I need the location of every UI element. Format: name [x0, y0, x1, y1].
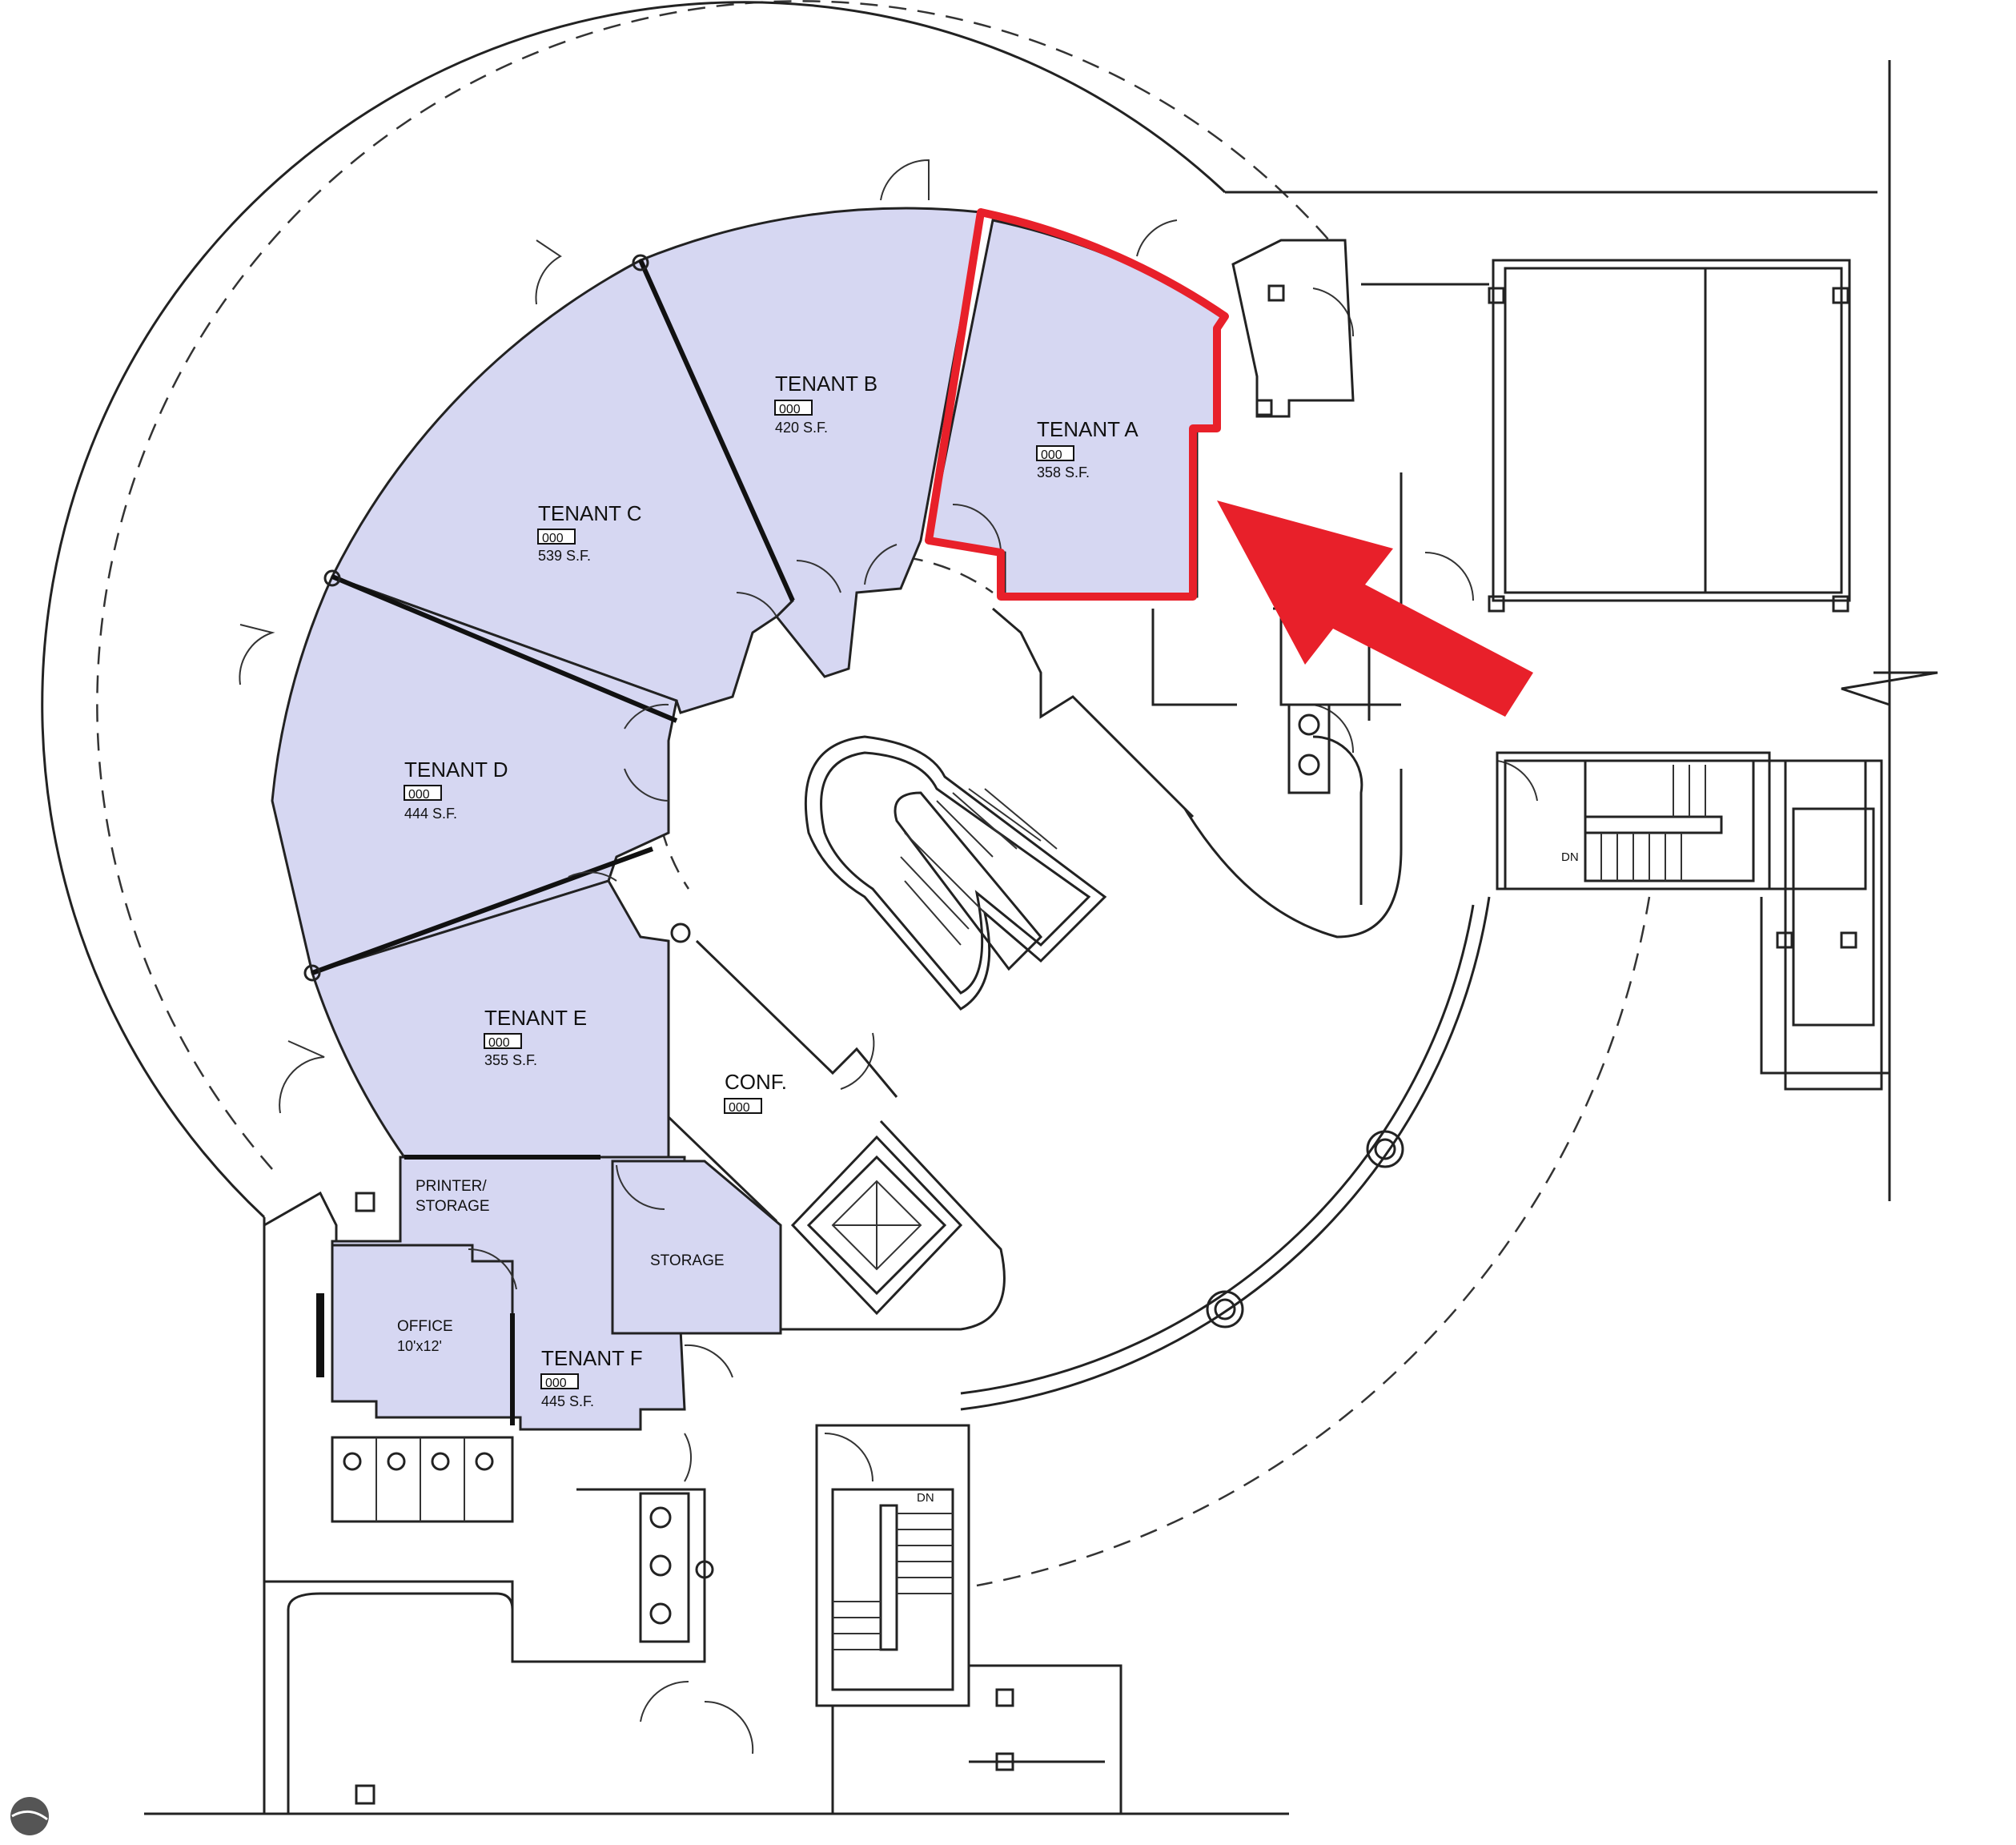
tenant-e-tag-box — [484, 1033, 522, 1049]
central-stair — [804, 735, 1107, 1011]
brand-logo — [10, 1797, 49, 1835]
restrooms-south — [263, 1191, 714, 1814]
exterior-walls — [41, 1, 1938, 1815]
tenant-d-tag-box — [404, 785, 442, 801]
room-labels: TENANT A 000 358 S.F. TENANT B 000 420 S… — [397, 372, 1139, 1409]
tenant-e-area: 355 S.F. — [484, 1052, 537, 1068]
tenant-d-name: TENANT D — [404, 758, 508, 782]
tenant-f-tag-box — [540, 1373, 579, 1389]
doors — [239, 159, 1538, 1755]
tenant-c-tag-box — [537, 529, 576, 545]
storage-name: STORAGE — [650, 1252, 725, 1269]
tenant-b-room — [638, 207, 982, 678]
elevator — [781, 1119, 1006, 1331]
tenant-f-name: TENANT F — [541, 1346, 643, 1370]
tenant-e-tag: 000 — [488, 1036, 510, 1050]
printer-storage-line2: STORAGE — [416, 1198, 490, 1215]
tenant-a-name: TENANT A — [1037, 417, 1139, 441]
tenant-d-area: 444 S.F. — [404, 806, 457, 822]
canopy-outline — [96, 0, 1651, 1587]
office-size: 10'x12' — [397, 1338, 442, 1354]
partition-walls — [303, 254, 795, 1425]
storage-room — [611, 1160, 782, 1335]
conf-tag: 000 — [729, 1101, 750, 1115]
tenant-a-area: 358 S.F. — [1037, 464, 1090, 480]
tenant-b-area: 420 S.F. — [775, 420, 828, 436]
tenant-f-tag: 000 — [545, 1377, 567, 1390]
printer-storage-line1: PRINTER/ — [416, 1178, 487, 1195]
tenant-f-area: 445 S.F. — [541, 1393, 594, 1409]
conf-walls — [667, 939, 898, 1223]
south-stair: DN — [815, 1424, 1122, 1814]
rotunda-walls — [655, 554, 1491, 1411]
office-name: OFFICE — [397, 1318, 453, 1335]
stair-treads — [900, 788, 1058, 946]
tenant-b-name: TENANT B — [775, 372, 877, 396]
restrooms-east — [992, 607, 1403, 939]
tenant-c-area: 539 S.F. — [538, 548, 591, 564]
east-stair-dn-label: DN — [1561, 850, 1579, 864]
tenant-c-room — [330, 258, 794, 714]
tenant-c-name: TENANT C — [538, 501, 642, 525]
tenant-c-tag: 000 — [542, 532, 564, 545]
tenant-b-tag: 000 — [779, 403, 801, 416]
tenant-a-highlight-outline — [925, 208, 1229, 601]
tenant-a-tag-box — [1036, 445, 1074, 461]
red-highlight-arrow — [1217, 500, 1533, 717]
east-wing — [1231, 239, 1889, 1091]
south-stair-dn-label: DN — [917, 1491, 934, 1505]
east-stair: DN — [1496, 751, 1771, 890]
tenant-e-name: TENANT E — [484, 1006, 587, 1030]
tenant-a-tag: 000 — [1041, 448, 1062, 462]
tenant-b-tag-box — [774, 400, 813, 416]
conf-name: CONF. — [725, 1070, 787, 1094]
conf-tag-box — [724, 1098, 762, 1114]
tenant-d-tag: 000 — [408, 788, 430, 802]
